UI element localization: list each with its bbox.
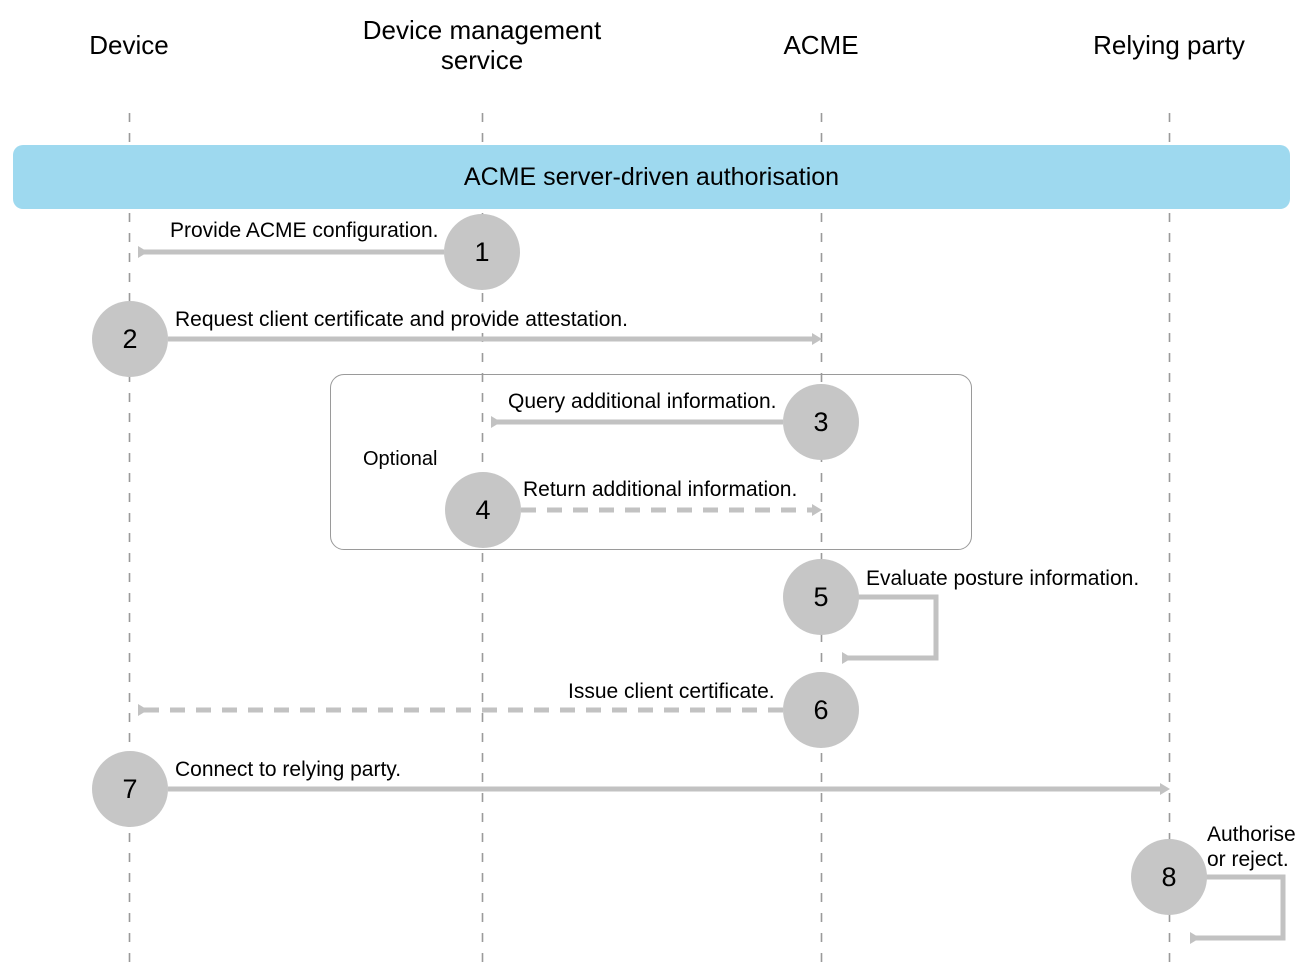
step-badge-5[interactable]: 5 (783, 559, 859, 635)
step-badge-1[interactable]: 1 (444, 214, 520, 290)
arrow-step-5 (842, 594, 939, 664)
step-badge-3[interactable]: 3 (783, 384, 859, 460)
arrow-step-8 (1190, 874, 1286, 944)
step-badge-7[interactable]: 7 (92, 751, 168, 827)
message-label-3: Query additional information. (508, 390, 777, 413)
step-badge-4[interactable]: 4 (445, 472, 521, 548)
participant-header-acme: ACME (783, 30, 859, 60)
participant-header-device: Device (89, 30, 169, 60)
message-label-4: Return additional information. (523, 478, 798, 501)
authorisation-banner-text: ACME server-driven authorisation (463, 162, 840, 191)
step-badge-6[interactable]: 6 (783, 672, 859, 748)
authorisation-banner: ACME server-driven authorisation (13, 145, 1290, 209)
step-badge-8[interactable]: 8 (1131, 839, 1207, 915)
message-label-5: Evaluate posture information. (866, 567, 1140, 590)
optional-fragment-label: Optional (363, 448, 438, 470)
message-label-2: Request client certificate and provide a… (175, 308, 628, 331)
participant-header-device-management-service: Device management service (362, 15, 602, 75)
step-badge-2[interactable]: 2 (92, 301, 168, 377)
message-label-8: Authorise or reject. (1207, 823, 1296, 871)
message-label-1: Provide ACME configuration. (170, 219, 439, 242)
message-label-6: Issue client certificate. (568, 680, 775, 703)
participant-header-relying-party: Relying party (1093, 30, 1245, 60)
message-label-7: Connect to relying party. (175, 758, 402, 781)
optional-fragment-box (330, 374, 972, 550)
